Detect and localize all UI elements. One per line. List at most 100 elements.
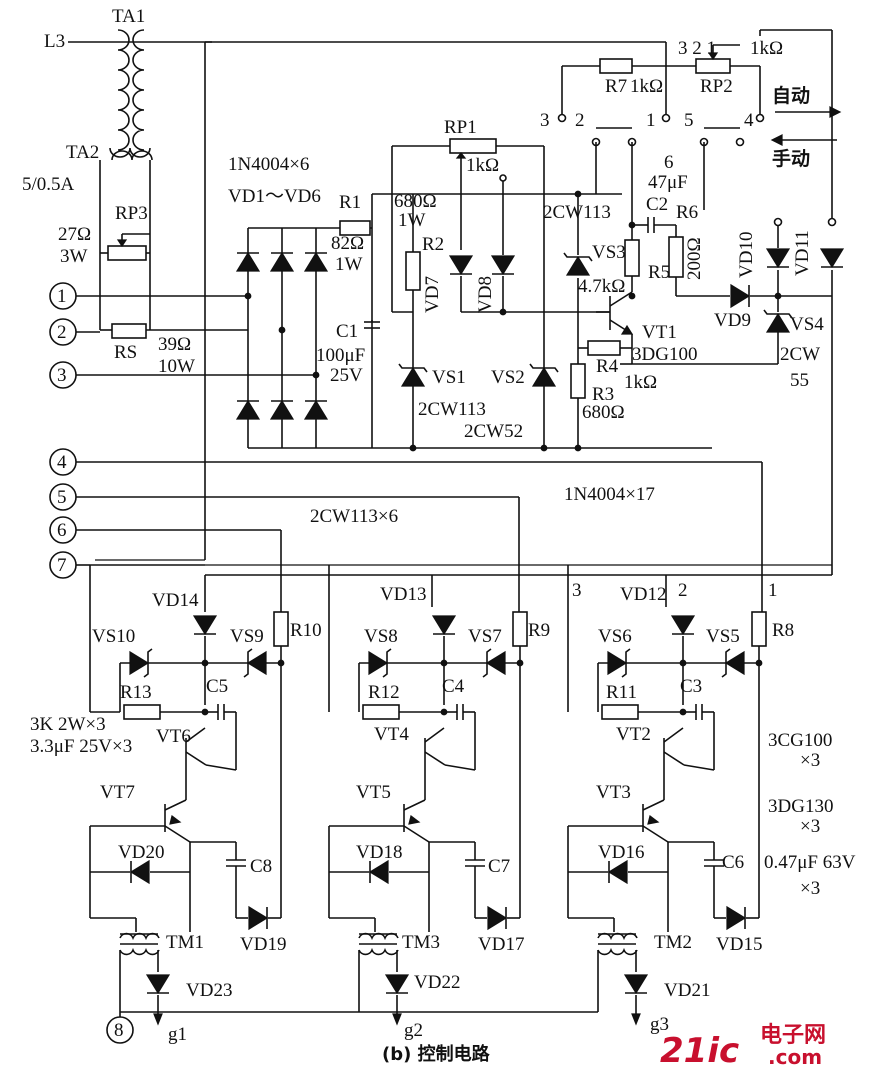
label-R3: R3 [592,384,614,405]
sw1-pin2: 2 [575,110,585,131]
label-VD11: VD11 [792,230,813,276]
label-R10: R10 [290,620,322,641]
channel-num-1: 1 [768,580,778,601]
label-VS5: VS5 [706,626,740,647]
label-VD23: VD23 [186,980,232,1001]
label-R2: R2 [422,234,444,255]
label-R8: R8 [772,620,794,641]
label-VS8: VS8 [364,626,398,647]
label-C4: C4 [442,676,465,697]
node-2-label: 2 [57,322,67,343]
label-RS: RS [114,342,137,363]
label-vt-model-a: 3CG100 [768,730,832,751]
current-transformers [68,29,248,339]
label-rs-val1: 39Ω [158,334,191,355]
label-TM1: TM1 [166,932,204,953]
label-vt-model-a2: ×3 [800,750,820,771]
label-R9: R9 [528,620,550,641]
label-manual: 手动 [772,147,810,170]
label-c8-spec: 0.47μF 63V [764,852,856,873]
label-VD7: VD7 [422,276,443,313]
label-TA2: TA2 [66,142,99,163]
label-VT7: VT7 [100,782,135,803]
trigger-channel-3 [568,612,766,1024]
mode-switches [95,29,844,575]
label-VD16: VD16 [598,842,644,863]
label-VD21: VD21 [664,980,710,1001]
node-3-label: 3 [57,365,67,386]
label-vs1-model: 2CW113 [418,399,486,420]
label-VS7: VS7 [468,626,502,647]
label-VT3: VT3 [596,782,631,803]
label-VD8: VD8 [475,276,496,313]
node-6-label: 6 [57,520,67,541]
label-VS4: VS4 [790,314,824,335]
label-r1-val2: 1W [335,254,363,275]
svg-text:21ic: 21ic [660,1031,739,1070]
label-rp2-val: 1kΩ [750,38,783,59]
label-TA1: TA1 [112,6,145,27]
label-VD13: VD13 [380,584,426,605]
label-VD22: VD22 [414,972,460,993]
label-R12: R12 [368,682,400,703]
label-g2: g2 [404,1020,423,1041]
node-7-label: 7 [57,555,67,576]
label-C5: C5 [206,676,228,697]
label-diode-model: 1N4004×17 [564,484,655,505]
label-TM2: TM2 [654,932,692,953]
label-r4-val: 1kΩ [624,372,657,393]
label-VS2: VS2 [491,367,525,388]
label-VD9: VD9 [714,310,751,331]
label-vs3-model: 2CW113 [543,202,611,223]
label-g3: g3 [650,1014,669,1035]
label-rp1-val: 1kΩ [466,155,499,176]
bus-nodes [49,448,832,713]
label-c5-spec: 3.3μF 25V×3 [30,736,132,757]
label-VT1: VT1 [642,322,677,343]
sw2-pin5: 5 [684,110,694,131]
label-R7: R7 [605,76,627,97]
label-VS1: VS1 [432,367,466,388]
node-5-label: 5 [57,487,67,508]
label-vs4-model1: 2CW [780,344,820,365]
label-C2: C2 [646,194,668,215]
label-TM3: TM3 [402,932,440,953]
label-r2-val1: 680Ω [394,191,437,212]
label-rp3-val2: 3W [60,246,88,267]
label-r2-val2: 1W [398,210,426,231]
label-VD12: VD12 [620,584,666,605]
channel-num-3: 3 [572,580,582,601]
label-C7: C7 [488,856,510,877]
label-VT6: VT6 [156,726,191,747]
label-VT4: VT4 [374,724,409,745]
label-auto: 自动 [772,84,810,107]
label-VD20: VD20 [118,842,164,863]
label-R5: R5 [648,262,670,283]
label-bridge-model: 1N4004×6 [228,154,309,175]
label-vs4-model2: 55 [790,370,809,391]
svg-text:电子网: 电子网 [760,1023,826,1048]
label-bridge-range: VD1～VD6 [228,186,321,207]
label-VS9: VS9 [230,626,264,647]
label-C6: C6 [722,852,744,873]
label-c1-val2: 25V [330,365,363,386]
label-vt-model-b: 3DG130 [768,796,833,817]
rp2-pins: 3 2 1 [678,38,716,59]
figure-caption: (b) 控制电路 [382,1043,491,1065]
sw2-pin4: 4 [744,110,754,131]
label-c8-spec2: ×3 [800,878,820,899]
svg-text:.com: .com [768,1045,822,1069]
label-vt1-model: 3DG100 [632,344,697,365]
label-R4: R4 [596,356,619,377]
bridge-rectifier [236,227,340,449]
label-VT2: VT2 [616,724,651,745]
label-g1: g1 [168,1024,187,1045]
node-8-label: 8 [114,1020,124,1041]
label-r3-val: 680Ω [582,402,625,423]
label-C3: C3 [680,676,702,697]
label-L3: L3 [44,31,65,52]
label-c1-val1: 100μF [316,345,365,366]
node-4-label: 4 [57,452,67,473]
watermark-logo: 21ic 电子网 .com [660,1023,826,1070]
